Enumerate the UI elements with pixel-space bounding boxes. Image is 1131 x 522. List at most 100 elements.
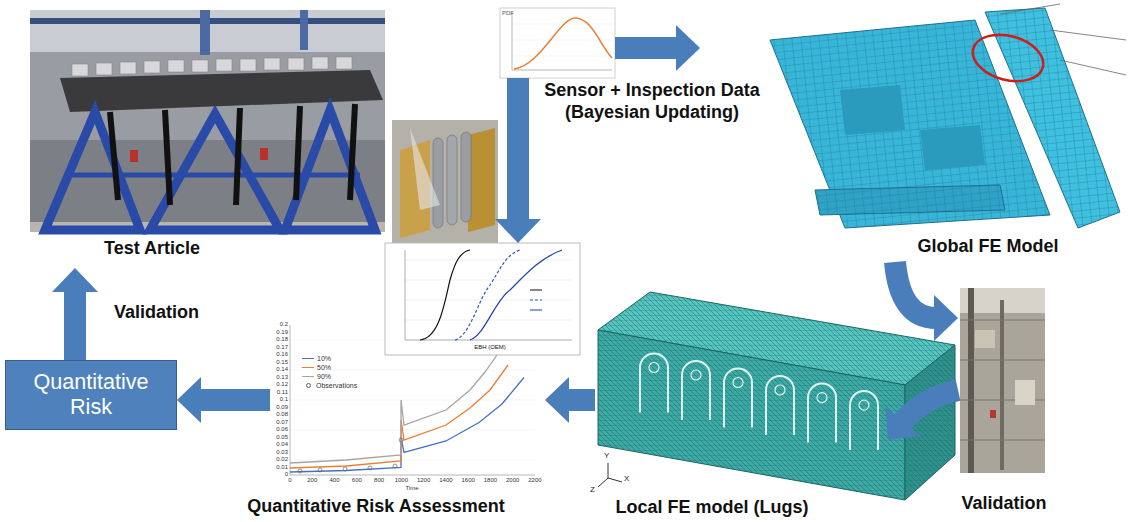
local-fe-mesh-part bbox=[817, 393, 827, 403]
tick-label: 0.09 bbox=[276, 404, 288, 411]
caption: Sensor + Inspection Data (Bayesian Updat… bbox=[536, 80, 768, 123]
flow-arrow bbox=[495, 78, 541, 243]
test-article-photo-part bbox=[30, 10, 385, 232]
test-article-photo-part bbox=[72, 64, 88, 76]
legend-marker bbox=[306, 383, 311, 388]
arrow-shaft bbox=[567, 389, 595, 411]
arrow-shaft bbox=[199, 389, 270, 411]
validation-photo-part bbox=[1000, 300, 1004, 470]
lug-photo-part bbox=[410, 128, 440, 210]
test-article-photo-part bbox=[288, 58, 304, 70]
cdf-chart-part bbox=[530, 290, 542, 291]
local-fe-mesh-part bbox=[859, 400, 869, 410]
legend-text: 90% bbox=[317, 373, 331, 381]
local-fe-mesh-part bbox=[598, 330, 905, 500]
local-fe-mesh-part bbox=[649, 363, 659, 373]
cdf-chart bbox=[385, 243, 580, 355]
cdf-chart-part bbox=[455, 250, 520, 340]
result-box: Quantitative Risk bbox=[5, 360, 177, 430]
pdf-chart-part bbox=[512, 24, 612, 25]
local-fe-mesh-part bbox=[682, 361, 710, 420]
global-fe-panel: Global FE Model bbox=[700, 5, 1125, 262]
local-fe-mesh-part bbox=[775, 385, 785, 395]
global-fe-mesh-part bbox=[920, 125, 985, 170]
caption: Quantitative Risk Assessment bbox=[247, 496, 504, 518]
cdf-chart-part bbox=[470, 250, 562, 340]
flow-arrow bbox=[545, 377, 595, 423]
cdf-chart-part bbox=[405, 250, 572, 340]
pdf-chart-part bbox=[500, 8, 615, 78]
tick-label: 0.11 bbox=[277, 389, 288, 396]
crack-growth-chart-part bbox=[368, 466, 372, 470]
arrow-head bbox=[495, 219, 541, 243]
axis-triad bbox=[598, 463, 622, 487]
cdf-chart-part bbox=[530, 310, 542, 311]
tick-label: 0.12 bbox=[276, 381, 288, 388]
tick-label: 1400 bbox=[439, 477, 452, 484]
flow-arrow bbox=[895, 262, 958, 341]
local-fe-panel: Local FE model (Lugs) bbox=[595, 288, 888, 520]
legend-line bbox=[302, 376, 314, 377]
pdf-chart-part bbox=[514, 18, 612, 69]
test-article-photo-part bbox=[165, 110, 170, 205]
axis-triad-part bbox=[608, 478, 622, 482]
cdf-chart-part bbox=[420, 250, 470, 340]
test-article-photo-part bbox=[60, 70, 383, 112]
caption: Global FE Model bbox=[917, 236, 1058, 258]
tick-label: 800 bbox=[374, 477, 384, 484]
axis-letter: Y bbox=[604, 452, 609, 461]
local-fe-mesh-part bbox=[691, 370, 701, 380]
arrow-head bbox=[676, 25, 700, 71]
crack-growth-chart-part bbox=[298, 469, 302, 473]
local-fe-mesh-part bbox=[640, 354, 668, 413]
legend-line bbox=[302, 358, 314, 359]
caption: Local FE model (Lugs) bbox=[615, 497, 808, 519]
test-article-photo-part bbox=[130, 150, 138, 162]
edge-label: Validation bbox=[112, 302, 201, 324]
cdf-chart-part bbox=[405, 280, 572, 281]
local-fe-mesh-part bbox=[766, 376, 794, 435]
flow-arrow bbox=[177, 377, 270, 423]
test-article-photo-part bbox=[216, 59, 232, 71]
tick-label: 0.06 bbox=[276, 426, 288, 433]
cdf-chart-part bbox=[405, 260, 572, 261]
tick-label: 0.02 bbox=[276, 456, 288, 463]
tick-label: 0.16 bbox=[276, 351, 288, 358]
test-article-photo-part bbox=[120, 62, 136, 74]
test-article-photo-part bbox=[168, 60, 184, 72]
tick-label: 200 bbox=[307, 477, 317, 484]
test-article-photo-part bbox=[312, 57, 328, 69]
tick-label: 0.15 bbox=[276, 359, 288, 366]
pdf-chart-part bbox=[512, 56, 612, 57]
caption: EBH (OEM) bbox=[474, 344, 506, 351]
cdf-chart-part bbox=[385, 243, 580, 355]
arrow-head bbox=[177, 377, 201, 423]
caption: Test Article bbox=[104, 238, 200, 260]
test-article-photo-part bbox=[144, 61, 160, 73]
tick-label: 1600 bbox=[461, 477, 474, 484]
lug-photo-part bbox=[447, 135, 457, 225]
axis-triad-part bbox=[598, 478, 608, 487]
arrow-shaft bbox=[615, 37, 678, 59]
test-article-photo-part bbox=[350, 104, 355, 200]
validation-photo-panel: Validation bbox=[958, 285, 1050, 515]
legend-text: Observations bbox=[316, 382, 357, 390]
arrow-shaft bbox=[64, 290, 86, 360]
legend-line bbox=[302, 367, 314, 368]
lug-photo-part bbox=[392, 120, 498, 245]
tick-label: 0 bbox=[288, 477, 291, 484]
test-article-photo-part bbox=[200, 10, 210, 55]
tick-label: 0.07 bbox=[276, 419, 288, 426]
axis-letter: Z bbox=[590, 486, 595, 495]
tick-label: 1200 bbox=[417, 477, 430, 484]
tick-label: 0.08 bbox=[276, 411, 288, 418]
legend-row: 10% bbox=[302, 355, 331, 363]
tick-label: 0.2 bbox=[280, 321, 288, 328]
tick-label: 0.03 bbox=[276, 449, 288, 456]
legend-text: 10% bbox=[317, 355, 331, 363]
tick-label: 600 bbox=[352, 477, 362, 484]
flow-arrow bbox=[52, 268, 98, 360]
